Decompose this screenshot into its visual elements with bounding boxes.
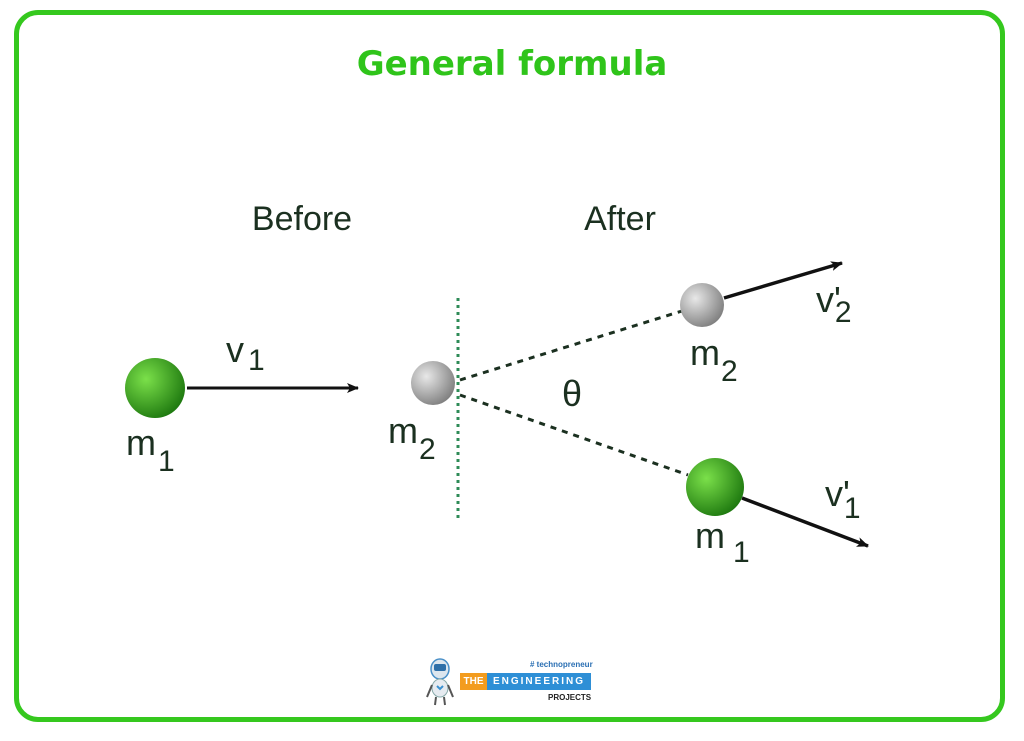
trajectory-m1 [459, 393, 689, 477]
arrow-v1-prime [741, 496, 869, 548]
page-title: General formula [356, 44, 668, 84]
robot-mascot-icon [426, 658, 454, 706]
logo-tagline: # technopreneur [530, 660, 593, 669]
before-label: Before [252, 200, 352, 238]
ball-m1-after [686, 458, 744, 516]
after-label: After [584, 200, 656, 238]
ball-m1-before [125, 358, 185, 418]
angle-theta-label: θ [562, 373, 582, 414]
label-m1-before: m1 [126, 422, 175, 478]
logo-engineering: ENGINEERING [487, 673, 591, 690]
ball-m2-after [680, 283, 724, 327]
label-m2-after: m2 [690, 332, 738, 388]
label-v1-prime: v'1 [825, 473, 861, 525]
ball-m2-before [411, 361, 455, 405]
logo-the: THE [460, 673, 487, 690]
trajectory-m2 [459, 309, 683, 382]
engineering-projects-logo: # technopreneur THE ENGINEERING PROJECTS [420, 655, 600, 710]
border-frame [14, 10, 1005, 722]
label-m2-before: m2 [388, 410, 436, 466]
label-v2-prime: v'2 [816, 279, 852, 329]
arrow-v2-prime [723, 261, 843, 300]
logo-projects: PROJECTS [548, 693, 592, 702]
